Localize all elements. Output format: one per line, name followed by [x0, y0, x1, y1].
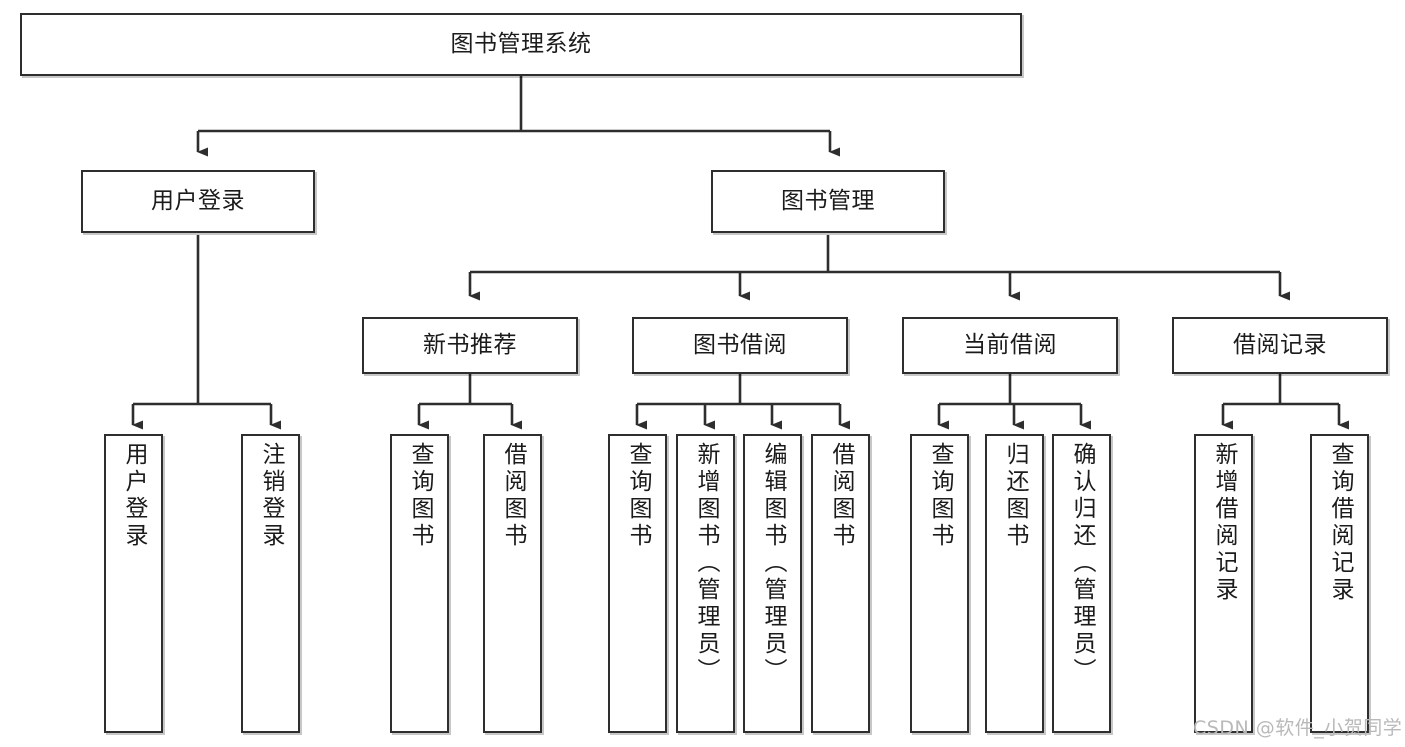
node-leaf-borrow-book-1[interactable]: 借阅图书: [483, 434, 542, 733]
node-borrow-record-label: 借阅记录: [1233, 331, 1327, 358]
node-root-label: 图书管理系统: [450, 30, 592, 57]
node-leaf-query-book-3[interactable]: 查询图书: [910, 434, 969, 733]
node-new-book-recommend[interactable]: 新书推荐: [362, 317, 578, 374]
node-leaf-confirm-return[interactable]: 确认归还（管理员）: [1052, 434, 1111, 733]
watermark: CSDN @软件_小贺同学: [1193, 717, 1403, 739]
node-book-management[interactable]: 图书管理: [711, 170, 945, 233]
node-leaf-logout-login[interactable]: 注销登录: [241, 434, 300, 733]
node-root[interactable]: 图书管理系统: [20, 13, 1022, 76]
node-leaf-add-record[interactable]: 新增借阅记录: [1194, 434, 1253, 733]
node-leaf-logout-login-label: 注销登录: [258, 442, 284, 550]
node-leaf-edit-book[interactable]: 编辑图书（管理员）: [743, 434, 802, 733]
node-leaf-query-record-label: 查询借阅记录: [1327, 442, 1353, 604]
node-leaf-return-book-label: 归还图书: [1002, 442, 1028, 550]
node-leaf-edit-book-label: 编辑图书（管理员）: [760, 442, 786, 685]
node-leaf-user-login[interactable]: 用户登录: [104, 434, 163, 733]
node-current-borrow-label: 当前借阅: [963, 331, 1057, 358]
node-leaf-add-book[interactable]: 新增图书（管理员）: [676, 434, 735, 733]
node-leaf-add-record-label: 新增借阅记录: [1211, 442, 1237, 604]
node-book-borrow[interactable]: 图书借阅: [632, 317, 848, 374]
node-leaf-confirm-return-label: 确认归还（管理员）: [1069, 442, 1095, 685]
node-leaf-query-book-2[interactable]: 查询图书: [608, 434, 667, 733]
node-current-borrow[interactable]: 当前借阅: [902, 317, 1118, 374]
node-leaf-query-record[interactable]: 查询借阅记录: [1310, 434, 1369, 733]
node-leaf-borrow-book-1-label: 借阅图书: [500, 442, 526, 550]
node-leaf-user-login-label: 用户登录: [121, 442, 147, 550]
node-leaf-borrow-book-2-label: 借阅图书: [828, 442, 854, 550]
node-leaf-query-book-1[interactable]: 查询图书: [390, 434, 449, 733]
node-borrow-record[interactable]: 借阅记录: [1172, 317, 1388, 374]
node-user-login[interactable]: 用户登录: [81, 170, 315, 233]
node-leaf-add-book-label: 新增图书（管理员）: [693, 442, 719, 685]
node-leaf-query-book-3-label: 查询图书: [927, 442, 953, 550]
node-leaf-return-book[interactable]: 归还图书: [985, 434, 1044, 733]
node-user-login-label: 用户登录: [151, 187, 245, 214]
node-leaf-borrow-book-2[interactable]: 借阅图书: [811, 434, 870, 733]
node-book-management-label: 图书管理: [781, 187, 875, 214]
node-leaf-query-book-1-label: 查询图书: [407, 442, 433, 550]
node-leaf-query-book-2-label: 查询图书: [625, 442, 651, 550]
node-new-book-recommend-label: 新书推荐: [423, 331, 517, 358]
node-book-borrow-label: 图书借阅: [693, 331, 787, 358]
